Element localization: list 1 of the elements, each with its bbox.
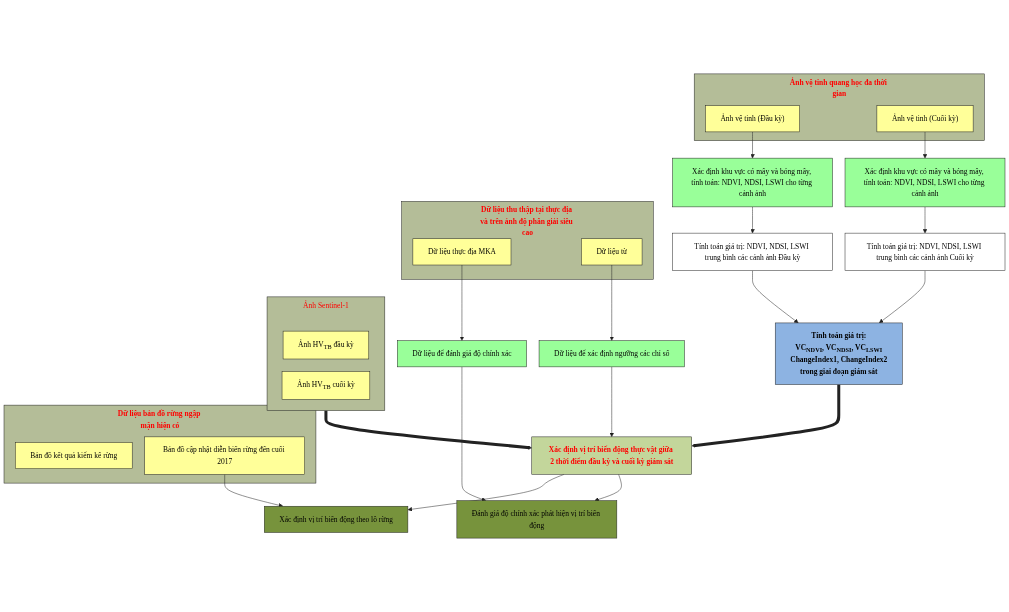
arrow — [691, 384, 841, 448]
